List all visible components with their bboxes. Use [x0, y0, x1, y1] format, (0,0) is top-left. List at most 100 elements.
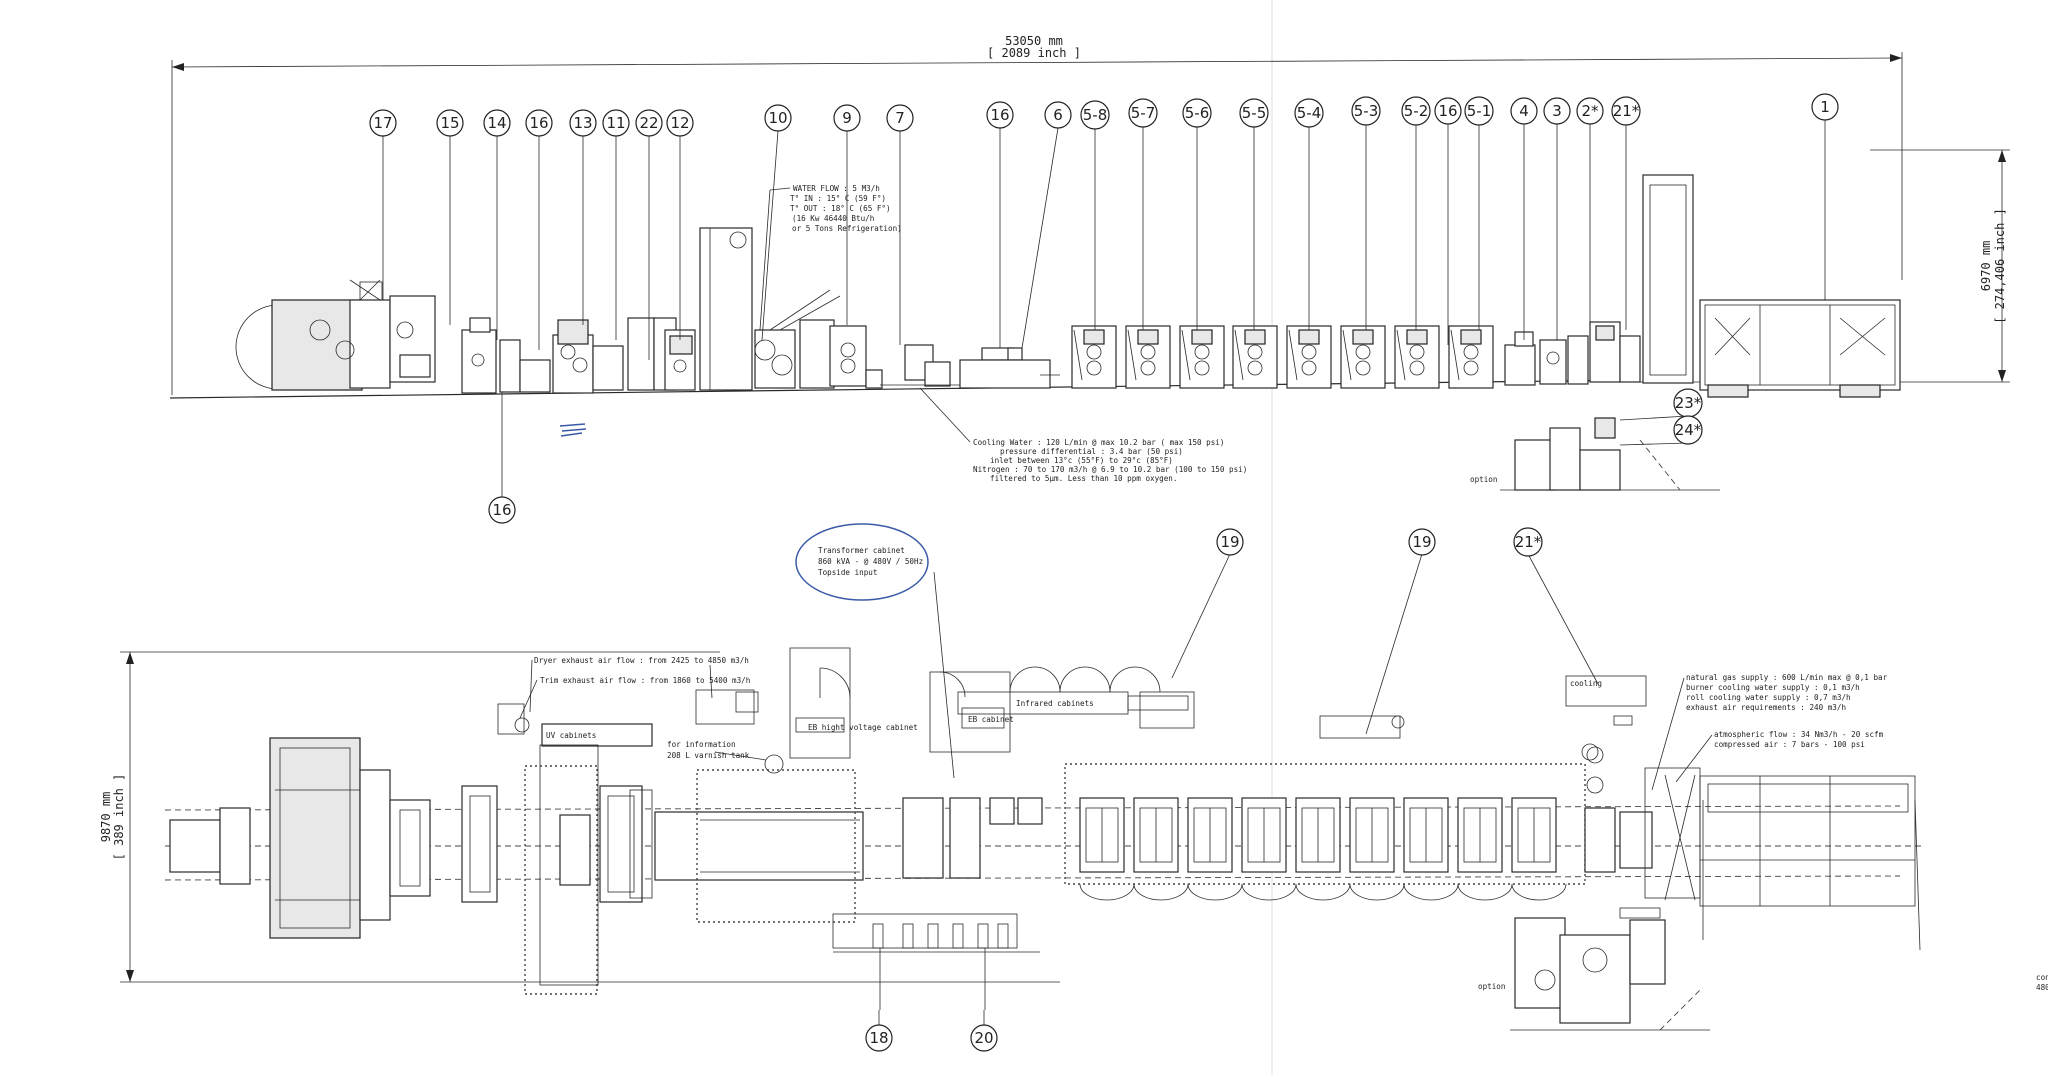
svg-text:con: con: [2036, 973, 2048, 982]
svg-text:T° OUT : 18° C (65 F°): T° OUT : 18° C (65 F°): [790, 204, 891, 213]
panel-slot: [902, 923, 914, 949]
item-balloon: 16: [488, 496, 516, 524]
printing-units-plan: [1079, 797, 1567, 901]
item-balloon: 5-1: [1464, 96, 1494, 126]
balloon-leader: [1619, 442, 1689, 446]
water-flow-note: WATER FLOW : 5 M3/h T° IN : 15° C (59 F°…: [759, 184, 902, 331]
printing-unit-plan: [1295, 797, 1351, 901]
svg-text:Nitrogen : 70 to 170 m3/h @ 6.: Nitrogen : 70 to 170 m3/h @ 6.9 to 10.2 …: [973, 465, 1247, 474]
item-balloon: 22: [635, 109, 663, 137]
item-balloon: 5-6: [1182, 98, 1212, 128]
infrared-cabinets-label: Infrared cabinets: [1016, 699, 1094, 708]
balloon-number: 16: [990, 106, 1009, 124]
eb-cabinet-label: EB cabinet: [968, 715, 1014, 724]
balloon-number: 19: [1412, 533, 1431, 551]
balloon-number: 14: [487, 114, 506, 132]
balloon-number: 5-1: [1467, 102, 1492, 120]
svg-text:burner cooling water supply :: burner cooling water supply : 0,1 m3/h: [1686, 683, 1860, 692]
svg-text:compressed air : 7 bars - 100: compressed air : 7 bars - 100 psi: [1714, 740, 1865, 749]
printing-unit-plan: [1349, 797, 1405, 901]
svg-text:inlet between 13°c (55°F) to 2: inlet between 13°c (55°F) to 29°c (85°F): [990, 456, 1173, 465]
printing-unit-side: [1179, 325, 1225, 389]
item-balloon: 5-2: [1401, 96, 1431, 126]
balloon-number: 21*: [1613, 102, 1640, 120]
width-inch-text: [ 389 inch ]: [112, 774, 126, 861]
plan-exit-units: [1584, 746, 1921, 951]
item-balloon: 5-8: [1080, 100, 1110, 130]
item-balloon: 5-4: [1294, 98, 1324, 128]
item-balloon: 14: [483, 109, 511, 137]
printing-units-side: [1071, 325, 1494, 389]
item-balloon: 19: [1216, 528, 1244, 556]
printing-unit-plan: [1079, 797, 1135, 901]
balloon-number: 5-8: [1083, 106, 1108, 124]
balloon-number: 4: [1519, 102, 1529, 120]
item-balloon: 19: [1408, 528, 1436, 556]
printing-unit-plan: [1403, 797, 1459, 901]
balloon-leader: [1619, 415, 1689, 421]
printing-unit-side: [1232, 325, 1278, 389]
balloon-leader: [1021, 127, 1059, 349]
item-balloon: 6: [1044, 101, 1072, 129]
svg-text:WATER FLOW : 5 M3/h: WATER FLOW : 5 M3/h: [793, 184, 880, 193]
svg-text:Topside input: Topside input: [818, 568, 877, 577]
plan-conveyor: [654, 811, 864, 881]
item-balloon: 12: [666, 109, 694, 137]
balloon-number: 5-5: [1242, 104, 1267, 122]
eb-hv-cabinet: EB hight voltage cabinet: [789, 647, 918, 759]
printing-unit-side: [1448, 325, 1494, 389]
stations-10-9: [699, 227, 883, 391]
overall-length-dimension: 53050 mm [ 2089 inch ]: [171, 34, 1903, 395]
eb-hv-label: EB hight voltage cabinet: [808, 723, 918, 732]
balloon-number: 7: [895, 109, 905, 127]
unwinder-17: [235, 279, 436, 391]
unwinder-plan: [169, 737, 431, 939]
height-dimension: 6970 mm [ 274,406 inch ]: [1870, 149, 2010, 383]
item-balloon: 16: [1434, 97, 1462, 125]
gas-supply-note: natural gas supply : 600 L/min max @ 0,1…: [1651, 673, 1888, 791]
balloon-number: 21*: [1515, 533, 1542, 551]
nitrogen-note: atmospheric flow : 34 Nm3/h - 20 scfm co…: [1675, 730, 1884, 783]
plan-view: 9870 mm [ 389 inch ] UV ca: [99, 523, 2048, 1031]
item-balloon: 10: [764, 104, 792, 132]
balloon-number: 1: [1820, 98, 1830, 116]
plan-cabinet-a: [902, 797, 944, 879]
balloon-number: 16: [492, 501, 511, 519]
balloon-number: 12: [670, 114, 689, 132]
overall-length-text: 53050 mm: [1005, 34, 1063, 48]
svg-text:roll cooling water supply : 0,: roll cooling water supply : 0,7 m3/h: [1686, 693, 1851, 702]
item-balloon: 2*: [1576, 97, 1604, 125]
balloon-number: 6: [1053, 106, 1063, 124]
cabinet-door-arc: [1109, 666, 1161, 693]
balloon-number: 5-2: [1404, 102, 1429, 120]
exhaust-notes: Dryer exhaust air flow : from 2425 to 48…: [519, 656, 759, 725]
printing-unit-side: [1286, 325, 1332, 389]
item-balloon: 18: [865, 1024, 893, 1052]
cooling-label: cooling: [1570, 679, 1602, 688]
svg-text:860 kVA - @ 480V / 50Hz: 860 kVA - @ 480V / 50Hz: [818, 557, 923, 566]
width-text: 9870 mm: [99, 792, 113, 843]
item-balloon: 21*: [1611, 96, 1641, 126]
balloon-number: 23*: [1675, 394, 1702, 412]
balloon-number: 5-4: [1297, 104, 1322, 122]
eb-cabinet: EB cabinet: [929, 671, 1014, 753]
station-7: [880, 344, 960, 387]
item-balloon: 5-5: [1239, 98, 1269, 128]
item-balloon: 1: [1811, 93, 1839, 121]
item-balloon: 5-7: [1128, 98, 1158, 128]
overall-length-inch-text: [ 2089 inch ]: [987, 46, 1081, 60]
svg-text:Cooling Water : 120 L/min @ ma: Cooling Water : 120 L/min @ max 10.2 bar…: [973, 438, 1224, 447]
panel-slot: [977, 923, 989, 949]
printing-unit-plan: [1187, 797, 1243, 901]
item-balloon: 21*: [1513, 527, 1543, 557]
panel-slot: [952, 923, 964, 949]
stations-4-to-21: [1504, 321, 1641, 386]
balloon-number: 24*: [1675, 421, 1702, 439]
side-option-unit: option: [1470, 417, 1720, 491]
cabinet-door-arc: [1009, 666, 1061, 693]
leader-19a: [1171, 553, 1231, 679]
printing-unit-side: [1340, 325, 1386, 389]
balloon-number: 16: [1438, 102, 1457, 120]
balloon-number: 5-3: [1354, 102, 1379, 120]
